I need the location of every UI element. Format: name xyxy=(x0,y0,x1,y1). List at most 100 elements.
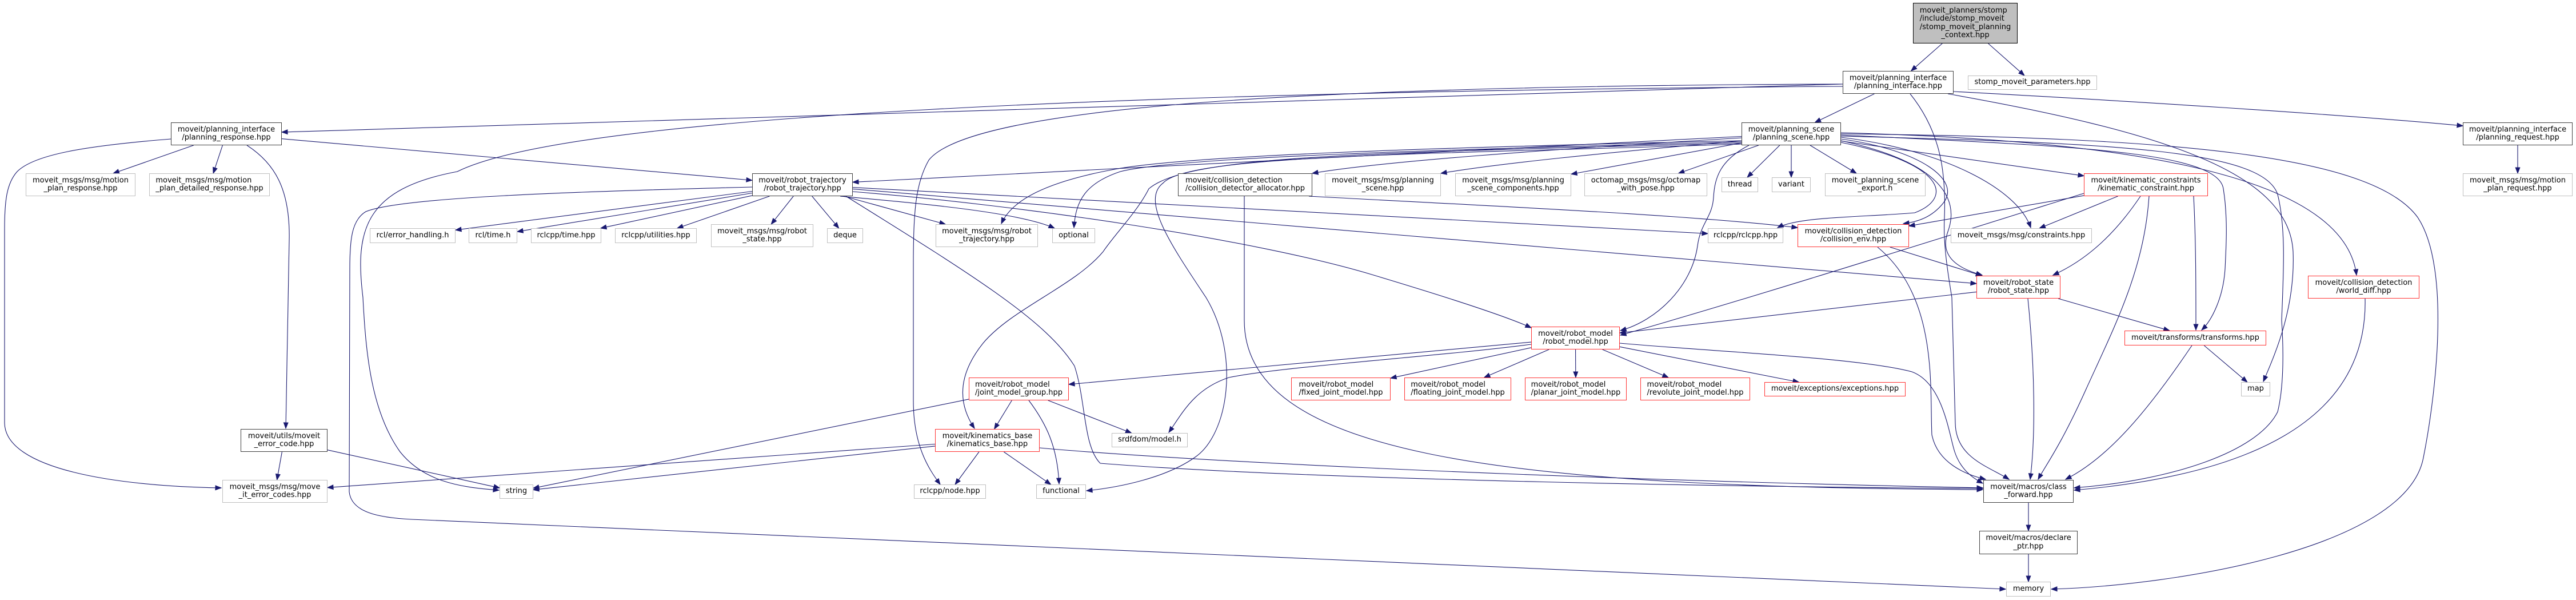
edge-line xyxy=(1683,145,1759,172)
node-msg-robot-trajectory-hpp: moveit_msgs/msg/robot_trajectory.hpp xyxy=(936,224,1038,247)
edge-line xyxy=(1840,133,2438,590)
edge-line xyxy=(957,451,980,481)
edge-planning-scene-hpp-to-functional xyxy=(1085,144,1742,493)
node-robot-trajectory-hpp[interactable]: moveit/robot_trajectory/robot_trajectory… xyxy=(752,173,853,196)
arrowhead xyxy=(2052,270,2060,276)
node-label: srdfdom/model.h xyxy=(1118,436,1181,444)
arrowhead xyxy=(833,222,840,229)
edge-line xyxy=(913,84,1843,485)
edge-robot-trajectory-hpp-to-deque xyxy=(812,196,840,229)
edge-robot-trajectory-hpp-to-rclcpp-rclcpp-hpp xyxy=(852,187,1709,236)
edge-joint-model-group-hpp-to-functional xyxy=(1028,400,1061,485)
edge-line xyxy=(1073,141,1742,228)
arrowhead xyxy=(1001,217,1007,225)
edge-planning-scene-hpp-to-msg-constraints-hpp xyxy=(1840,137,2031,229)
arrowhead xyxy=(1999,586,2007,592)
node-label: rcl/error_handling.h xyxy=(377,231,449,240)
node-planning-request-hpp[interactable]: moveit/planning_interface/planning_reque… xyxy=(2463,122,2573,145)
node-floating-joint-model-hpp[interactable]: moveit/robot_model/floating_joint_model.… xyxy=(1404,378,1511,400)
arrowhead xyxy=(1048,223,1056,229)
node-label-line: moveit/robot_model xyxy=(1647,380,1722,389)
node-declare-ptr-hpp[interactable]: moveit/macros/declare_ptr.hpp xyxy=(1979,531,2078,554)
edge-planning-response-hpp-to-moveit-error-code-hpp xyxy=(246,145,290,430)
node-revolute-joint-model-hpp[interactable]: moveit/robot_model/revolute_joint_model.… xyxy=(1640,378,1750,400)
node-label-line: moveit/robot_model xyxy=(1531,380,1606,389)
edge-line xyxy=(460,190,753,230)
edge-robot-model-hpp-to-fixed-joint-model-hpp xyxy=(1389,347,1532,380)
edge-kinematic-constraint-hpp-to-msg-constraints-hpp xyxy=(2038,196,2118,229)
node-rclcpp-time-hpp: rclcpp/time.hpp xyxy=(531,228,601,243)
arrowhead xyxy=(2457,122,2464,128)
node-label-line: moveit/kinematic_constraints xyxy=(2091,176,2201,185)
edge-planning-scene-hpp-to-memory xyxy=(1840,133,2438,592)
node-octomap-with-pose-hpp: octomap_msgs/msg/octomap_with_pose.hpp xyxy=(1584,173,1707,196)
node-exceptions-hpp[interactable]: moveit/exceptions/exceptions.hpp xyxy=(1764,382,1906,396)
arrowhead xyxy=(1979,475,1987,480)
node-class-forward-hpp[interactable]: moveit/macros/class_forward.hpp xyxy=(1983,480,2074,503)
node-planning-interface-hpp[interactable]: moveit/planning_interface/planning_inter… xyxy=(1843,71,1954,94)
node-collision-detector-allocator-hpp[interactable]: moveit/collision_detection/collision_det… xyxy=(1178,173,1312,196)
edge-line xyxy=(117,145,194,172)
node-label-line: rclcpp/rclcpp.hpp xyxy=(1713,231,1778,240)
node-label: moveit/robot_model/revolute_joint_model.… xyxy=(1647,380,1744,398)
node-rclcpp-rclcpp-hpp: rclcpp/rclcpp.hpp xyxy=(1708,228,1783,243)
node-label: rclcpp/node.hpp xyxy=(920,487,980,496)
node-robot-state-hpp[interactable]: moveit/robot_state/robot_state.hpp xyxy=(1976,276,2060,299)
edge-line xyxy=(1039,447,1983,488)
edge-line xyxy=(1073,341,1532,384)
node-label-line: functional xyxy=(1043,487,1080,496)
node-kinematic-constraint-hpp[interactable]: moveit/kinematic_constraints/kinematic_c… xyxy=(2084,173,2208,196)
arrowhead xyxy=(516,228,524,233)
node-msg-motion-plan-response-hpp: moveit_msgs/msg/motion_plan_response.hpp xyxy=(26,173,135,196)
node-label: moveit/planning_scene/planning_scene.hpp xyxy=(1748,125,1834,142)
edge-line xyxy=(1890,247,1978,275)
node-joint-model-group-hpp[interactable]: moveit/robot_model/joint_model_group.hpp xyxy=(969,378,1069,400)
node-collision-env-hpp[interactable]: moveit/collision_detection/collision_env… xyxy=(1798,224,1909,247)
node-label-line: _trajectory.hpp xyxy=(959,235,1015,244)
node-label: moveit/robot_trajectory/robot_trajectory… xyxy=(758,176,846,193)
edge-line xyxy=(1620,145,1750,331)
node-label-line: moveit_msgs/msg/robot xyxy=(717,227,807,236)
arrowhead xyxy=(969,422,975,430)
edge-planning-interface-hpp-to-rclcpp-node-hpp xyxy=(913,84,1843,486)
node-label-line: moveit/planning_interface xyxy=(177,125,275,134)
node-planning-response-hpp[interactable]: moveit/planning_interface/planning_respo… xyxy=(171,122,282,145)
edge-line xyxy=(1312,137,1742,174)
node-world-diff-hpp[interactable]: moveit/collision_detection/world_diff.hp… xyxy=(2308,276,2419,299)
node-kinematics-base-hpp[interactable]: moveit/kinematics_base/kinematics_base.h… xyxy=(935,429,1040,452)
node-label: moveit/robot_model/planar_joint_model.hp… xyxy=(1531,380,1621,398)
edge-robot-trajectory-hpp-to-rclcpp-time-hpp xyxy=(600,195,753,230)
node-label-line: rcl/time.h xyxy=(475,231,511,240)
edge-line xyxy=(1750,145,1780,174)
node-moveit-error-code-hpp[interactable]: moveit/utils/moveit_error_code.hpp xyxy=(241,429,328,452)
node-planar-joint-model-hpp[interactable]: moveit/robot_model/planar_joint_model.hp… xyxy=(1525,378,1627,400)
arrowhead xyxy=(493,484,501,490)
node-msg-constraints-hpp: moveit_msgs/msg/constraints.hpp xyxy=(1951,228,2092,243)
arrowhead xyxy=(1662,372,1670,378)
node-label-line: moveit_msgs/msg/constraints.hpp xyxy=(1957,231,2086,240)
edge-line xyxy=(1395,347,1532,378)
edge-line xyxy=(852,187,1704,234)
edge-robot-state-hpp-to-class-forward-hpp xyxy=(2027,298,2034,480)
arrowhead xyxy=(2240,376,2248,383)
edge-moveit-error-code-hpp-to-string xyxy=(327,450,501,490)
node-label-line: /planar_joint_model.hpp xyxy=(1531,388,1621,397)
node-transforms-hpp[interactable]: moveit/transforms/transforms.hpp xyxy=(2124,331,2266,345)
node-label: moveit_msgs/msg/move_it_error_codes.hpp xyxy=(230,483,321,500)
node-label-line: moveit/collision_detection xyxy=(1185,176,1283,185)
edge-planning-request-hpp-to-msg-motion-plan-request-hpp xyxy=(2515,145,2521,174)
edge-line xyxy=(852,191,1532,328)
edge-line xyxy=(1575,142,1742,174)
edge-line xyxy=(246,145,290,429)
node-fixed-joint-model-hpp[interactable]: moveit/robot_model/fixed_joint_model.hpp xyxy=(1291,378,1391,400)
edge-line xyxy=(214,145,223,169)
node-label-line: moveit/macros/class xyxy=(1990,482,2067,491)
edge-robot-model-hpp-to-floating-joint-model-hpp xyxy=(1483,349,1549,378)
edge-robot-model-hpp-to-srdfdom-model-h xyxy=(1168,344,1532,434)
edge-moveit-error-code-hpp-to-msg-move-it-error-codes-hpp xyxy=(275,451,282,481)
node-label-line: moveit/planning_interface xyxy=(1849,73,1947,82)
arrowhead xyxy=(2050,586,2058,592)
node-label-line: _with_pose.hpp xyxy=(1617,184,1675,193)
node-planning-scene-hpp[interactable]: moveit/planning_scene/planning_scene.hpp xyxy=(1742,122,1841,145)
node-robot-model-hpp[interactable]: moveit/robot_model/robot_model.hpp xyxy=(1531,327,1620,349)
